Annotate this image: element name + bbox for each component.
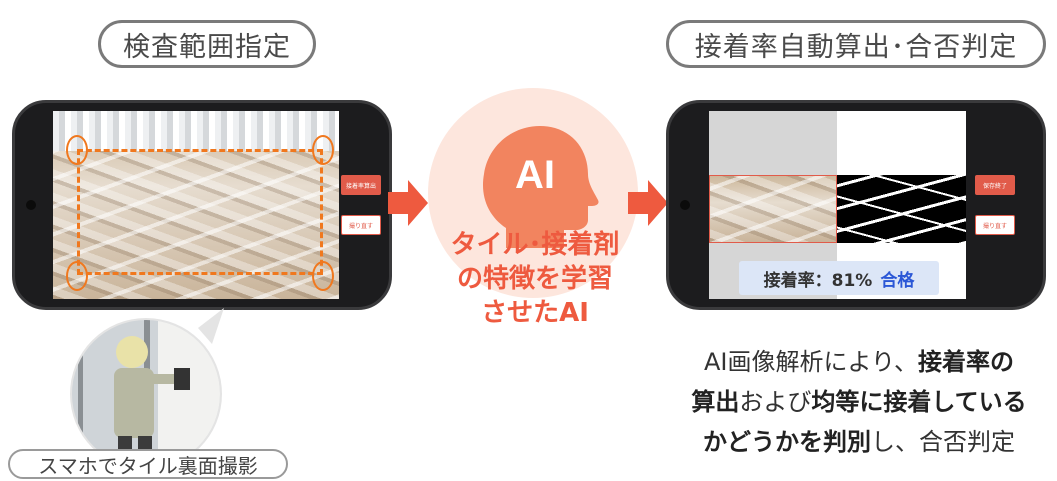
description-line3: かどうかを判別し、合否判定 bbox=[664, 422, 1054, 462]
adhesive-surface bbox=[53, 111, 339, 151]
ai-caption-line2: の特徴を学習 bbox=[456, 264, 613, 294]
ai-illustration: AI bbox=[428, 88, 638, 298]
description-bold: 算出 bbox=[691, 388, 740, 416]
corner-handle-bottom-left[interactable] bbox=[66, 261, 88, 291]
corner-handle-top-left[interactable] bbox=[66, 135, 88, 165]
binarized-adhesion-image bbox=[837, 175, 966, 243]
photo-caption: スマホでタイル裏面撮影 bbox=[8, 449, 288, 479]
description-line2: 算出および均等に接着している bbox=[664, 382, 1054, 422]
phone-screen: 接着率：81% 合格 bbox=[709, 111, 966, 299]
camera-icon bbox=[680, 200, 690, 210]
phone-screen bbox=[53, 111, 339, 299]
camera-icon bbox=[26, 200, 36, 210]
step-label-auto-calculation: 接着率自動算出･合否判定 bbox=[666, 20, 1046, 68]
phone-auto-calculation: 接着率：81% 合格 保存終了 撮り直す bbox=[666, 100, 1046, 310]
step-label-text: 検査範囲指定 bbox=[123, 31, 291, 63]
ai-caption-line1: タイル･接着剤 bbox=[450, 230, 620, 260]
cropped-tile-photo bbox=[709, 175, 837, 243]
step-label-inspection-range: 検査範囲指定 bbox=[98, 20, 316, 68]
ai-caption-line3: させたAI bbox=[481, 298, 589, 328]
result-description: AI画像解析により、接着率の 算出および均等に接着している かどうかを判別し、合… bbox=[664, 342, 1054, 462]
arrow-right-icon bbox=[628, 180, 668, 226]
save-finish-button[interactable]: 保存終了 bbox=[975, 175, 1015, 195]
ai-badge-text: AI bbox=[515, 153, 555, 197]
phone-inspection-range: 接着率算出 撮り直す bbox=[12, 100, 392, 310]
retake-button[interactable]: 撮り直す bbox=[341, 215, 381, 235]
arrow-right-icon bbox=[388, 180, 428, 226]
description-text: および bbox=[739, 388, 812, 416]
corner-handle-top-right[interactable] bbox=[312, 135, 334, 165]
calc-adhesion-button[interactable]: 接着率算出 bbox=[341, 175, 381, 195]
adhesion-rate: 接着率：81% bbox=[763, 270, 873, 291]
photo-caption-text: スマホでタイル裏面撮影 bbox=[38, 453, 258, 478]
inspection-range-box[interactable] bbox=[77, 149, 323, 275]
description-line1: AI画像解析により、接着率の bbox=[664, 342, 1054, 382]
result-badge: 接着率：81% 合格 bbox=[739, 261, 939, 295]
description-bold: かどうかを判別 bbox=[703, 428, 871, 456]
description-bold: 接着率の bbox=[918, 348, 1015, 376]
step-label-text: 接着率自動算出･合否判定 bbox=[694, 31, 1018, 63]
description-bold: 均等に接着している bbox=[811, 388, 1027, 416]
tile-back-photo bbox=[53, 111, 339, 299]
retake-button[interactable]: 撮り直す bbox=[975, 215, 1015, 235]
worker-photo bbox=[70, 308, 224, 458]
description-text: AI画像解析により、 bbox=[703, 348, 919, 376]
corner-handle-bottom-right[interactable] bbox=[312, 261, 334, 291]
ai-head-icon: AI bbox=[482, 126, 599, 248]
verdict-pass: 合格 bbox=[880, 270, 915, 291]
ai-caption: タイル･接着剤 の特徴を学習 させたAI bbox=[420, 228, 650, 330]
description-text: し、合否判定 bbox=[871, 428, 1015, 456]
